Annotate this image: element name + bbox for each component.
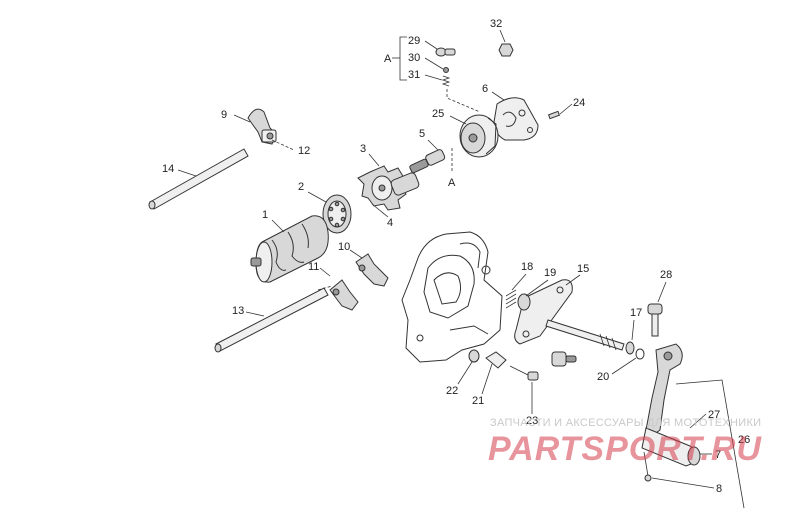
shaft-stopper [551,351,577,367]
callout-24: 24 [573,97,585,109]
part-8-pedal-pin [643,451,652,482]
callout-2: 2 [298,181,304,193]
part-32-nut [498,43,514,57]
callout-18: 18 [521,261,533,273]
callout-19: 19 [544,267,556,279]
callout-9: 9 [221,109,227,121]
part-6-plate [493,97,539,141]
ref-a-label: A [448,177,456,189]
callout-22: 22 [446,385,458,397]
part-14-fork-shaft [148,148,249,210]
part-9-shift-fork [247,108,277,145]
part-26-shift-pedal [641,343,701,467]
part-24-screw [547,110,561,120]
callout-6: 6 [482,83,488,95]
part-22-bushing [468,349,480,363]
part-26-bracket [675,379,745,509]
callout-7: 7 [715,449,721,461]
callout-11: 11 [308,261,319,273]
callout-21: 21 [472,395,484,407]
engine-case-outline [401,231,503,363]
callout-28: 28 [660,269,672,281]
part-28-bolt [647,303,663,337]
callout-27: 27 [708,409,720,421]
callout-13: 13 [232,305,244,317]
part-15-shift-shaft [514,279,625,351]
callout-23: 23 [526,415,538,427]
part-21-lever [485,351,507,369]
callout-17: 17 [630,307,642,319]
part-10-shift-fork [355,253,389,287]
part-5-pin [409,149,446,174]
part-20-circlip [635,348,645,360]
callout-10: 10 [338,241,350,253]
part-11-shift-fork [329,279,359,311]
part-1-shift-drum [250,215,329,283]
part-19-collar [517,293,531,311]
group-a-bracket [392,36,407,81]
callout-26: 26 [738,434,750,446]
watermark-logo: PARTSPORT.RU [488,430,762,468]
part-25-shift-segment [459,114,499,158]
callout-25: 25 [432,108,444,120]
callout-15: 15 [577,263,589,275]
callout-5: 5 [419,128,425,140]
callout-29: 29 [408,35,420,47]
watermark-caption: ЗАПЧАСТИ И АКСЕССУАРЫ ДЛЯ МОТОТЕХНИКИ [490,417,762,429]
part-3-star-wheel [357,165,420,211]
callout-1: 1 [262,209,268,221]
callout-30: 30 [408,52,420,64]
part-13-fork-shaft [214,287,329,353]
shift-shaft-return-spring [599,333,617,351]
callout-31: 31 [408,69,420,81]
callout-14: 14 [162,163,174,175]
callout-8: 8 [716,483,722,495]
callout-32: 32 [490,18,502,30]
part-18-spring [505,289,517,309]
part-30-ball [443,67,449,73]
callout-20: 20 [597,371,609,383]
group-a-label: A [384,53,392,65]
part-23-bolt [509,365,539,381]
part-31-spring [441,75,451,87]
part-29-bolt [435,47,456,57]
part-2-bearing [322,194,352,234]
callout-3: 3 [360,143,366,155]
callout-12: 12 [298,145,310,157]
part-17-washer [625,341,635,355]
callout-4: 4 [387,217,393,229]
